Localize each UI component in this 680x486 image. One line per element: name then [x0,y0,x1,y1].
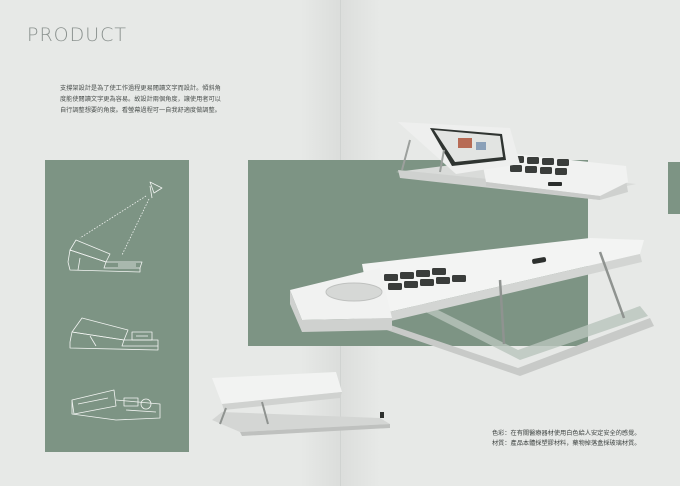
sketch-viewing-angle [67,181,163,273]
sketch-panel [45,160,189,452]
description-line-2: 度能使閱讀文字更為容易。故設計兩個角度，讓使用者可以 [60,96,221,103]
render-device-screen [396,122,636,200]
keypad-keys-large [384,268,466,290]
product-notes: 色彩：在有關醫療器材使用白色給人安定安全的感覺。 材質：產品本體採塑膠材料，藥物… [492,429,672,449]
description-line-3: 自行調整想要的角度。看螢幕過程可一自我舒適度做調整。 [60,107,221,114]
sketch-tilted-device [69,317,159,351]
product-description: 支撐架設計是為了使工作過程更易閱讀文字而設計。傾斜角 度能使閱讀文字更為容易。故… [60,83,240,116]
render-device-large [290,238,654,376]
edge-accent-tab [668,162,680,214]
render-device-small [212,372,390,436]
description-line-1: 支撐架設計是為了使工作過程更易閱讀文字而設計。傾斜角 [60,85,221,92]
material-note: 材質：產品本體採塑膠材料，藥物掉落盒採玻璃材質。 [492,440,641,447]
sketch-closed-device [71,389,161,421]
page-title: PRODUCT [27,24,128,46]
color-note: 色彩：在有關醫療器材使用白色給人安定安全的感覺。 [492,430,641,437]
